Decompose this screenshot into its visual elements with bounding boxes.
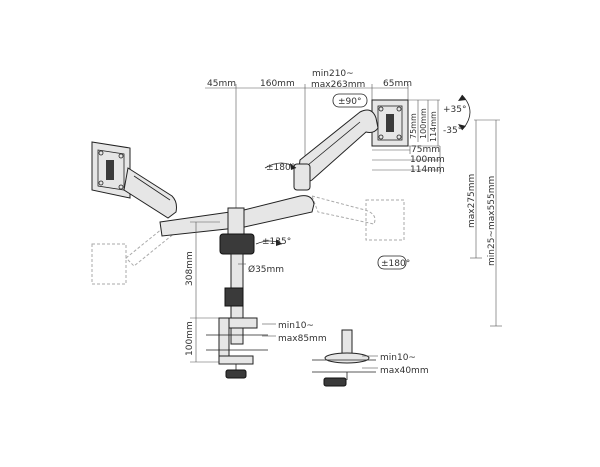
- vesa-h75-label: 75mm: [411, 145, 440, 155]
- clamp-min10-label: min10~: [278, 321, 314, 331]
- right-height-dimension-lines: [470, 119, 502, 327]
- rotate-90-indicator: [332, 93, 368, 108]
- rotate-180-right-indicator: [377, 255, 407, 270]
- top-dimension-lines: [205, 84, 409, 210]
- clamp-thickness-line: [262, 323, 276, 337]
- tilt-up-label: +35°: [443, 105, 467, 115]
- h308-label: 308mm: [185, 251, 195, 286]
- dim-65mm-label: 65mm: [383, 79, 412, 89]
- vesa-h100-label: 100mm: [410, 155, 445, 165]
- left-arm: [123, 167, 177, 219]
- dim-45mm-label: 45mm: [207, 79, 236, 89]
- left-vesa-plate: [91, 141, 131, 199]
- upper-right-arm: [293, 109, 379, 191]
- dim-min210-label: min210~: [312, 69, 354, 79]
- h100-clamp-label: 100mm: [185, 321, 195, 356]
- vesa-v100-label: 100mm: [419, 108, 428, 139]
- dim-max263-label: max263mm: [311, 80, 365, 90]
- center-hub: [219, 207, 255, 255]
- tilt-down-label: -35°: [443, 126, 462, 136]
- min25-max555-label: min25~max555mm: [487, 176, 497, 266]
- clamp-max85-label: max85mm: [278, 334, 327, 344]
- vesa-h114-label: 114mm: [410, 165, 445, 175]
- rot180-upper-label: ±180°: [266, 163, 295, 173]
- rotate-135-indicator: [255, 239, 283, 246]
- grommet-min10-label: min10~: [380, 353, 416, 363]
- pole-diameter-label: Ø35mm: [248, 264, 284, 275]
- vesa-v75-label: 75mm: [409, 113, 418, 139]
- dim-160mm-label: 160mm: [260, 79, 295, 89]
- vesa-v114-label: 114mm: [429, 111, 438, 142]
- rot180-right-label: ±180°: [381, 259, 410, 269]
- rot90-label: ±90°: [338, 97, 362, 107]
- rotate-180-upper-indicator: [264, 162, 297, 170]
- left-height-dimension-lines: [190, 221, 222, 363]
- tilt-arrows: [458, 94, 471, 131]
- max275-label: max275mm: [467, 174, 477, 228]
- rot135-label: ±135°: [262, 237, 291, 247]
- grommet-thickness-line: [362, 355, 378, 369]
- lower-arms: [159, 195, 315, 237]
- right-vesa-dimension-lines: [372, 99, 441, 174]
- grommet-max40-label: max40mm: [380, 366, 429, 376]
- desk-clamp: [206, 317, 268, 379]
- right-arm-ghost-position: [311, 195, 405, 241]
- grommet-mount: [312, 329, 376, 387]
